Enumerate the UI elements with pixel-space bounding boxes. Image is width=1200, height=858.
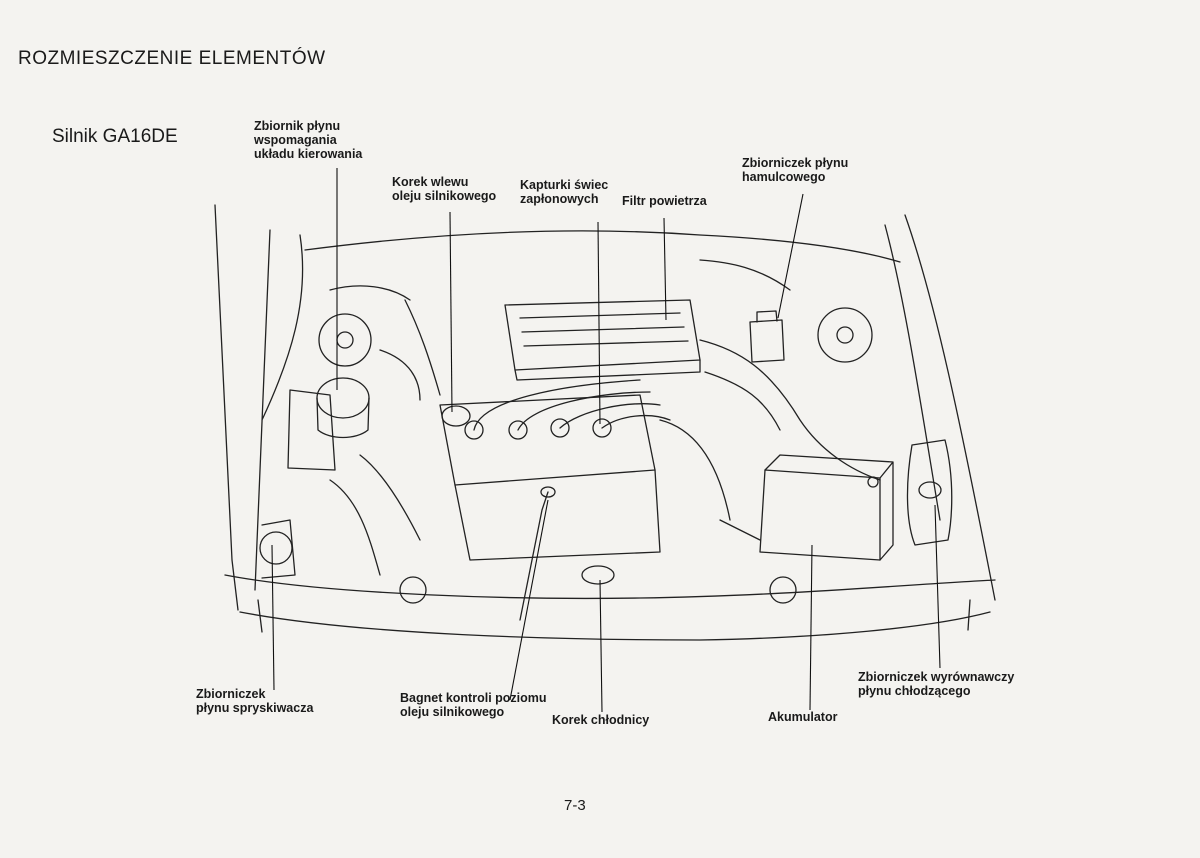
label-oil-filler: Korek wlewu oleju silnikowego [392, 175, 497, 203]
power-steering-reservoir [316, 377, 370, 419]
label-air-filter: Filtr powietrza [622, 194, 707, 208]
oil-dipstick [519, 491, 549, 621]
label-washer: Zbiorniczek płynu spryskiwacza [196, 687, 314, 715]
intake-duct [699, 339, 881, 481]
washer-reservoir [259, 531, 293, 565]
leader-radiator-cap [599, 579, 603, 713]
label-spark-caps: Kapturki świec zapłonowych [520, 178, 609, 206]
label-radiator-cap: Korek chłodnicy [552, 713, 650, 727]
leader-oil-filler [449, 211, 453, 413]
left-fender-outline [214, 204, 304, 611]
spark-cap-3 [550, 418, 570, 438]
bumper-line [239, 611, 991, 641]
label-dipstick: Bagnet kontroli poziomu oleju silnikoweg… [400, 691, 547, 719]
leader-air-filter [663, 217, 667, 321]
label-coolant: Zbiorniczek wyrównawczy płynu chłodząceg… [858, 670, 1015, 698]
leader-spark-caps [597, 221, 601, 425]
oil-filler-cap [441, 405, 471, 427]
leader-brake-fluid [777, 193, 804, 319]
leader-coolant [934, 504, 941, 669]
radiator-cap [581, 565, 615, 585]
spark-cap-1 [464, 420, 484, 440]
brake-fluid-reservoir [749, 319, 785, 363]
label-brake-fluid: Zbiorniczek płynu hamulcowego [742, 156, 849, 184]
leader-washer [271, 544, 275, 691]
leader-battery [809, 544, 813, 711]
right-strut-tower [817, 307, 873, 363]
air-filter-box [504, 299, 701, 371]
label-power-steering: Zbiornik płynu wspomagania układu kierow… [254, 119, 363, 161]
spark-cap-4 [592, 418, 612, 438]
spark-cap-2 [508, 420, 528, 440]
battery [759, 469, 881, 561]
front-panel [224, 574, 996, 600]
coolant-reservoir [906, 439, 953, 546]
page-number: 7-3 [564, 797, 586, 814]
engine-title: Silnik GA16DE [52, 126, 178, 147]
leader-dipstick [509, 499, 549, 701]
right-fender-outline [884, 214, 996, 601]
label-battery: Akumulator [768, 710, 838, 724]
left-strut-tower [318, 313, 372, 367]
bay-top-edge [304, 230, 901, 263]
section-title: ROZMIESZCZENIE ELEMENTÓW [18, 48, 326, 69]
